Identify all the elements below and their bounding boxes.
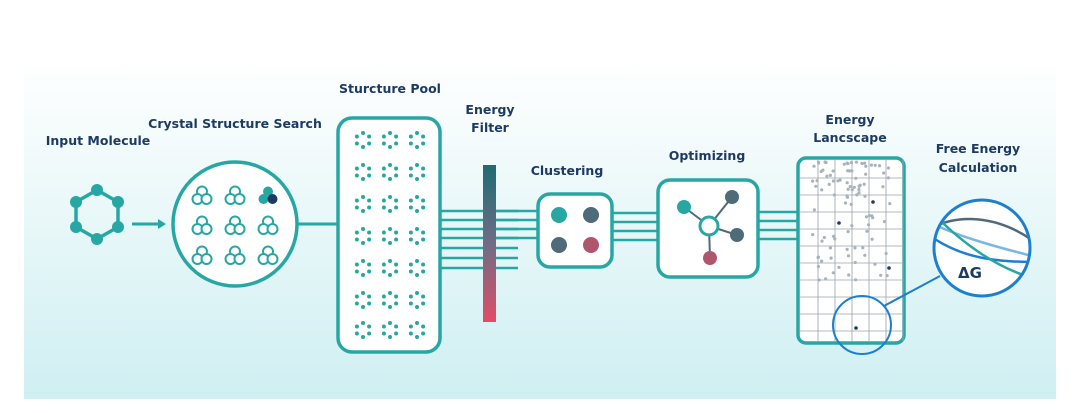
pool-molecule-icon — [381, 321, 399, 339]
connector-optimizing-landscape — [758, 210, 798, 241]
energy-filter-bar — [483, 165, 496, 322]
label-energy-landscape-line1: Energy — [825, 112, 874, 127]
label-energy-filter-line2: Filter — [471, 120, 510, 135]
label-input-molecule: Input Molecule — [46, 133, 151, 148]
pool-molecule-icon — [354, 259, 372, 277]
landscape-scatter — [811, 160, 892, 330]
pool-molecule-icon — [381, 227, 399, 245]
label-clustering: Clustering — [531, 163, 604, 178]
trefoil-icon — [258, 186, 278, 204]
delta-g-label: ΔG — [958, 264, 982, 282]
crystal-search-circle — [171, 160, 299, 288]
arrow-to-search — [132, 219, 166, 229]
free-energy-magnifier: ΔG — [932, 198, 1032, 298]
energy-landscape-box — [796, 156, 906, 345]
label-crystal-structure-search: Crystal Structure Search — [148, 116, 322, 131]
input-molecule-icon — [70, 184, 124, 245]
trefoil-icon — [224, 245, 246, 265]
trefoil-icon — [191, 185, 213, 205]
landscape-grid — [800, 160, 904, 341]
pool-molecule-icon — [381, 291, 399, 309]
trefoil-icon — [224, 185, 246, 205]
label-structure-pool: Sturcture Pool — [339, 81, 441, 96]
pool-molecule-icon — [408, 131, 426, 149]
zoom-connector — [883, 275, 941, 307]
pool-molecule-icon — [354, 227, 372, 245]
pool-molecule-icon — [381, 131, 399, 149]
trefoil-icon — [224, 215, 246, 235]
pool-molecule-icon — [354, 163, 372, 181]
trefoil-icon — [257, 215, 279, 235]
structure-pool-box — [336, 116, 442, 354]
label-energy-filter-line1: Energy — [465, 102, 514, 117]
connector-filter-clustering — [496, 209, 538, 240]
label-energy-landscape-line2: Lancscape — [813, 130, 886, 145]
pool-molecule-icon — [408, 259, 426, 277]
clustering-box — [536, 192, 614, 269]
pool-molecule-icon — [408, 195, 426, 213]
pool-molecule-icon — [381, 163, 399, 181]
zoom-circle — [832, 295, 892, 355]
label-optimizing: Optimizing — [669, 148, 746, 163]
pool-molecule-icon — [408, 321, 426, 339]
pool-molecule-grid — [354, 131, 426, 339]
trefoil-icon — [257, 245, 279, 265]
pool-molecule-icon — [354, 291, 372, 309]
pool-molecule-icon — [354, 131, 372, 149]
trefoil-group — [191, 185, 279, 265]
pool-molecule-icon — [381, 259, 399, 277]
optimizing-box — [656, 178, 760, 279]
label-free-energy-line1: Free Energy — [936, 141, 1020, 156]
connector-clustering-optimizing — [612, 211, 658, 242]
pool-molecule-icon — [381, 195, 399, 213]
pool-molecule-icon — [408, 227, 426, 245]
label-free-energy-line2: Calculation — [939, 160, 1018, 175]
pool-molecule-icon — [354, 321, 372, 339]
pool-molecule-icon — [354, 195, 372, 213]
trefoil-icon — [191, 215, 213, 235]
pool-molecule-icon — [408, 163, 426, 181]
pool-molecule-icon — [408, 291, 426, 309]
trefoil-icon — [191, 245, 213, 265]
